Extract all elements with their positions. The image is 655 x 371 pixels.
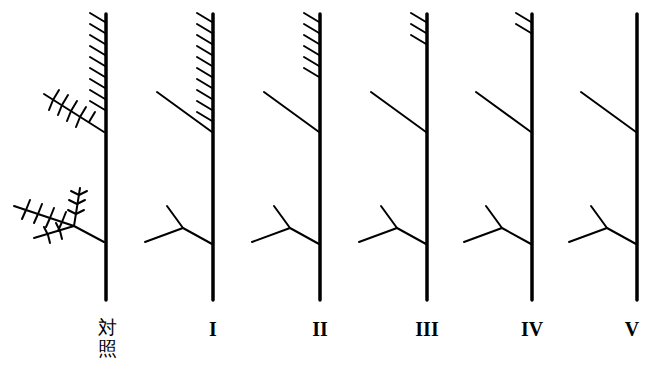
main-stems xyxy=(106,14,637,300)
bare-branches xyxy=(145,92,636,244)
group-label: 対照 xyxy=(98,318,117,360)
needle-ticks xyxy=(90,13,531,121)
group-label: II xyxy=(312,318,328,340)
group-label: I xyxy=(209,318,217,340)
group-label: V xyxy=(625,318,639,340)
group-label: IV xyxy=(521,318,543,340)
control-branches xyxy=(14,90,104,243)
group-label: III xyxy=(415,318,438,340)
